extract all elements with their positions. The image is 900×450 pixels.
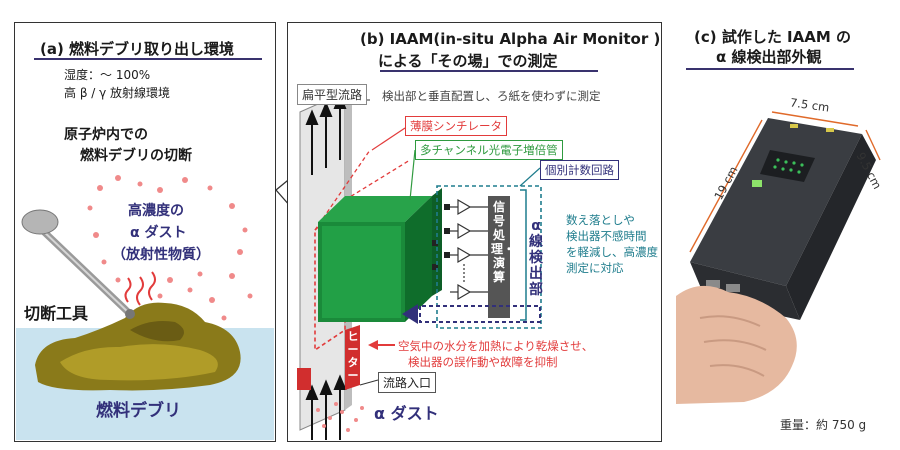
alpha-dust-label: α ダスト — [374, 404, 439, 423]
radiation-text: 高 β / γ 放射線環境 — [64, 86, 171, 100]
panel-b-title-line2: による「その場」での測定 — [378, 52, 558, 70]
device-front-face — [690, 262, 800, 320]
panel-a-underline — [34, 58, 262, 60]
alpha-detector-label: α線検出部 — [529, 218, 543, 298]
dimension-lines — [689, 111, 881, 253]
cutting-tool-joint — [21, 209, 59, 235]
inlet-label: 流路入口 — [378, 372, 437, 393]
pmt-label: 多チャンネル光電子増倍管 — [415, 140, 563, 160]
cutting-text-line2: 燃料デブリの切断 — [80, 148, 192, 164]
alpha-dust-dots — [87, 175, 253, 321]
benefit-desc-line4: 測定に対応 — [566, 261, 624, 275]
heater-label: ヒーター — [347, 330, 359, 382]
cutting-tool-label: 切断工具 — [24, 304, 89, 323]
dust-text-line1: 高濃度の — [128, 203, 184, 219]
dust-text-line3: （放射性物質） — [112, 247, 210, 263]
benefit-desc-line3: を軽減し、高濃度 — [566, 245, 658, 259]
panel-b-underline — [380, 70, 598, 72]
flow-arrows — [305, 93, 347, 440]
hand — [676, 285, 797, 404]
counting-circuit-label: 個別計数回路 — [540, 160, 619, 180]
humidity-text: 湿度：～ 100% — [64, 68, 151, 82]
panel-c-underline — [686, 68, 854, 70]
panel-c-title-line1: (c) 試作した IAAM の — [694, 28, 851, 46]
panel-b-title-line1: (b) IAAM(in-situ Alpha Air Monitor ) — [360, 30, 661, 48]
scintillator-label: 薄膜シンチレータ — [405, 116, 507, 136]
cutting-text-line1: 原子炉内での — [64, 127, 148, 143]
panel-c-title-line2: α 線検出部外観 — [716, 48, 822, 66]
inlet-dust-dots — [316, 402, 364, 432]
dust-text-line2: α ダスト — [130, 225, 187, 241]
heater-desc-line1: 空気中の水分を加熱により乾燥させ、 — [398, 339, 594, 353]
heater-desc-line2: 検出器の誤作動や故障を抑制 — [408, 355, 558, 369]
benefit-desc-line2: 検出器不感時間 — [566, 229, 647, 243]
fuel-debris-label: 燃料デブリ — [96, 401, 181, 421]
device-top-face — [690, 118, 862, 286]
weight-text: 重量：約 750 g — [780, 418, 867, 432]
benefit-desc-line1: 数え落としや — [566, 213, 635, 227]
signal-processing-block — [488, 196, 510, 318]
panel-a-title: (a) 燃料デブリ取り出し環境 — [40, 40, 235, 58]
counting-circuit-box — [436, 185, 542, 329]
amplifier-symbols — [457, 198, 472, 301]
flow-channel-label: 扁平型流路 — [297, 84, 368, 105]
heater-block — [297, 368, 311, 390]
flow-channel-desc: 検出部と垂直配置し、ろ紙を使わずに測定 — [382, 89, 601, 103]
device-side-face — [786, 134, 876, 320]
